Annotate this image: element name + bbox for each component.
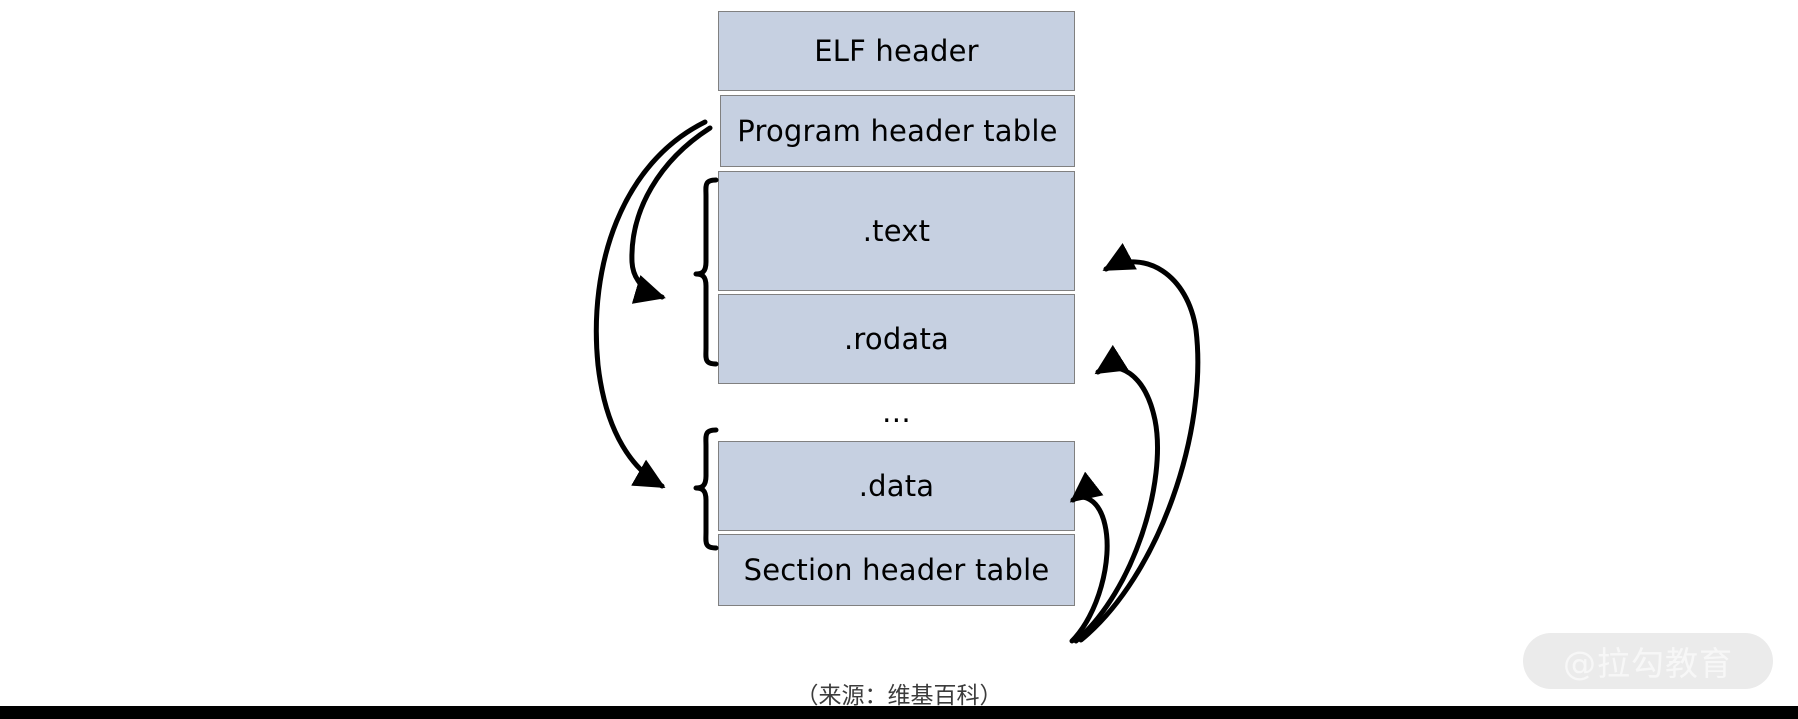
arrow-section-header-to-data-icon <box>1069 471 1110 644</box>
program-header-table-label: Program header table <box>737 114 1058 148</box>
rodata-section-box: .rodata <box>718 294 1075 384</box>
section-header-table-box: Section header table <box>718 534 1075 606</box>
bottom-bar <box>0 706 1798 719</box>
source-caption: （来源：维基百科） <box>795 683 1003 709</box>
data-section-label: .data <box>858 469 935 503</box>
text-section-box: .text <box>718 171 1075 291</box>
section-header-table-label: Section header table <box>743 553 1050 587</box>
program-header-table-box: Program header table <box>720 95 1075 167</box>
brace-segment-2-icon <box>693 427 719 551</box>
arrow-program-header-to-segment-2-icon <box>593 119 708 489</box>
ellipsis-section-label: … <box>881 395 912 429</box>
arrow-section-header-to-text-icon <box>1078 243 1201 643</box>
watermark-badge: @拉勾教育 <box>1523 633 1773 689</box>
watermark-label: @拉勾教育 <box>1563 644 1733 683</box>
arrow-section-header-to-rodata-icon <box>1073 344 1160 644</box>
ellipsis-section-box: … <box>718 386 1075 438</box>
text-section-label: .text <box>862 214 931 248</box>
elf-header-label: ELF header <box>814 34 979 68</box>
elf-header-box: ELF header <box>718 11 1075 91</box>
brace-segment-1-icon <box>693 177 719 367</box>
arrow-program-header-to-segment-1-icon <box>629 125 713 304</box>
rodata-section-label: .rodata <box>844 322 949 356</box>
data-section-box: .data <box>718 441 1075 531</box>
